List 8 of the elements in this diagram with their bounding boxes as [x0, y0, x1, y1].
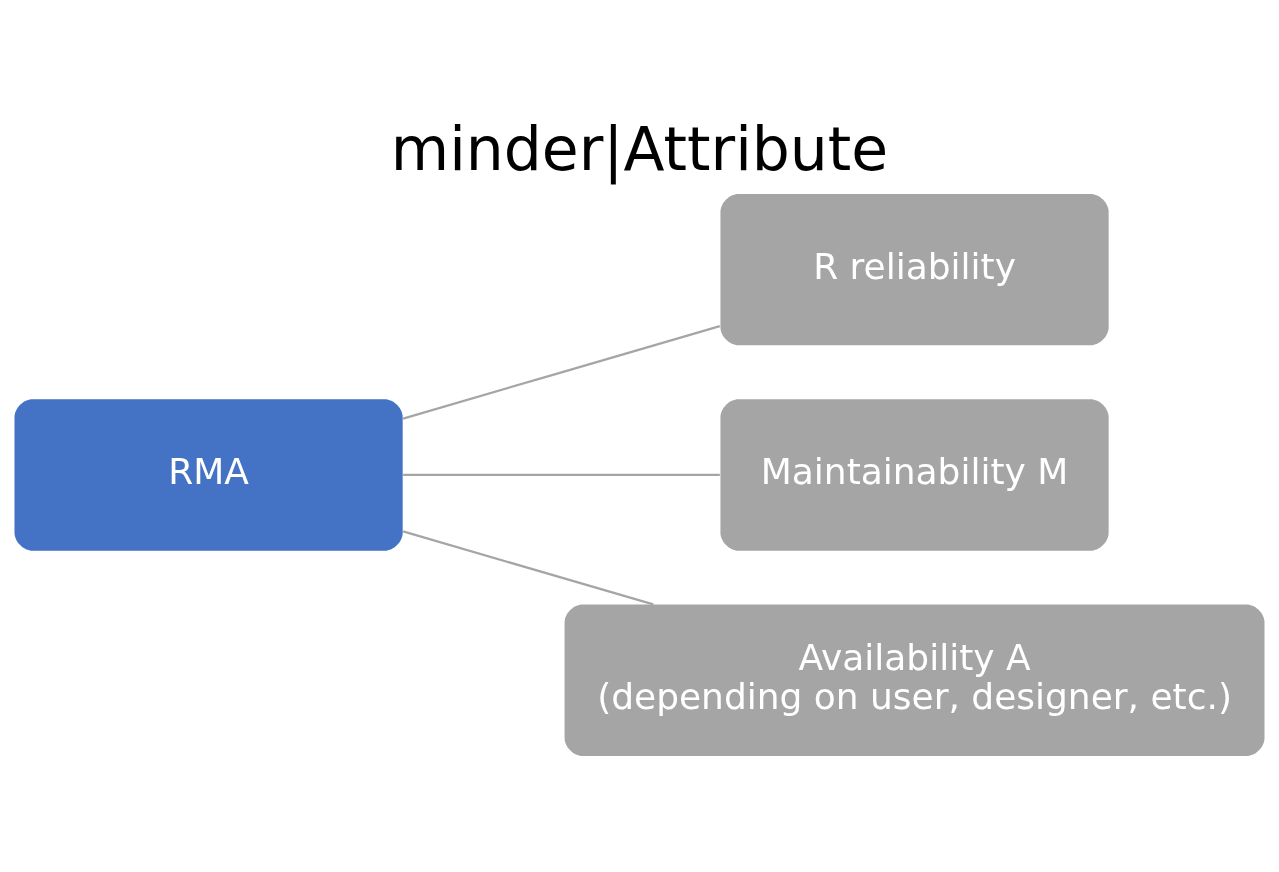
- node-box: Maintainability M: [720, 399, 1109, 551]
- node-box: RMA: [14, 399, 403, 551]
- node-box: Availability A (depending on user, designer, etc.): [564, 604, 1265, 756]
- diagram-title: minder|Attribute: [390, 113, 889, 184]
- connector: [402, 530, 654, 606]
- connector: [402, 324, 721, 420]
- node-box: R reliability: [720, 193, 1109, 346]
- connector: [403, 473, 720, 477]
